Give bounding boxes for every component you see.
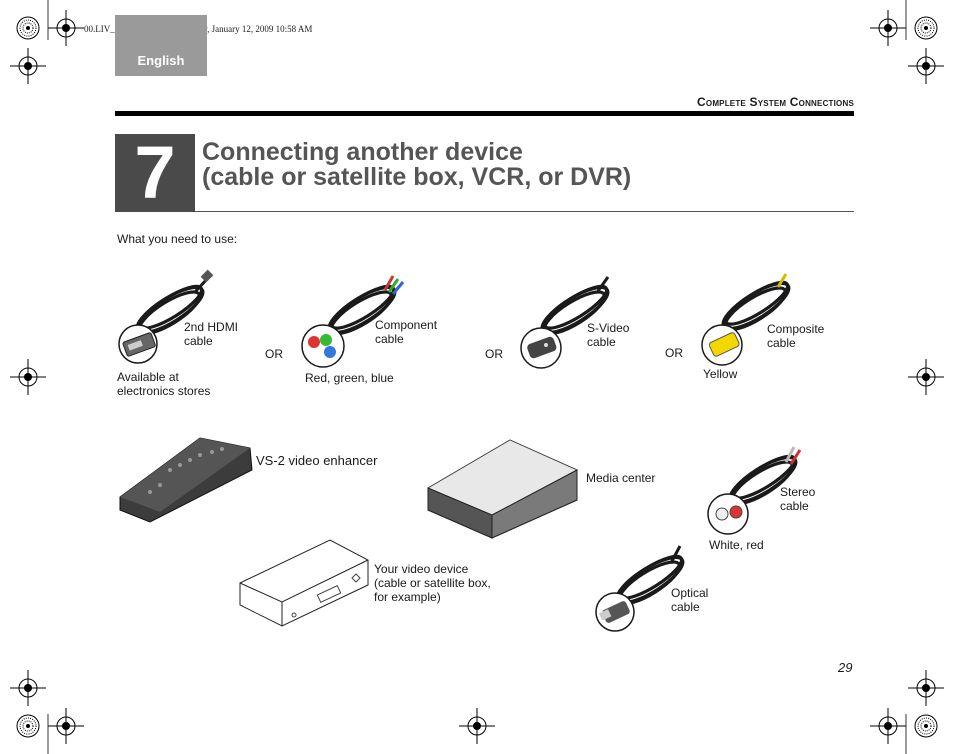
stereo-cable-label: Stereo cable	[780, 485, 815, 513]
section-title: Complete System Connections	[697, 95, 854, 109]
hdmi-availability-note: Available at electronics stores	[117, 370, 210, 398]
chapter-rule	[195, 211, 854, 212]
or-label-1: OR	[265, 347, 283, 361]
optical-cable-label: Optical cable	[671, 586, 708, 614]
chapter-title-line1: Connecting another device	[202, 138, 523, 166]
component-cable-label: Component cable	[375, 318, 437, 346]
or-label-3: OR	[665, 346, 683, 360]
svideo-cable-label: S-Video cable	[587, 321, 629, 349]
hdmi-cable-illustration	[118, 269, 214, 364]
composite-label-line2: cable	[767, 336, 796, 350]
intro-text: What you need to use:	[117, 232, 238, 246]
video-device-line2: (cable or satellite box,	[374, 576, 491, 590]
svideo-label-line2: cable	[587, 335, 616, 349]
vs2-enhancer-illustration	[119, 437, 253, 523]
top-rule	[115, 111, 854, 116]
svideo-label-line1: S-Video	[587, 321, 630, 335]
page-number: 29	[838, 660, 853, 675]
video-device-line1: Your video device	[374, 562, 469, 576]
component-color-note: Red, green, blue	[305, 371, 394, 385]
crop-marks	[9, 0, 945, 754]
video-device-label: Your video device (cable or satellite bo…	[374, 562, 491, 604]
optical-label-line1: Optical	[671, 586, 709, 600]
hdmi-note-line1: Available at	[117, 370, 179, 384]
stereo-label-line2: cable	[780, 499, 809, 513]
chapter-title-line2: (cable or satellite box, VCR, or DVR)	[202, 163, 632, 191]
optical-label-line2: cable	[671, 600, 700, 614]
media-center-illustration	[427, 439, 578, 539]
chapter-number: 7	[115, 134, 195, 212]
hdmi-cable-label: 2nd HDMI cable	[184, 320, 238, 348]
hdmi-note-line2: electronics stores	[117, 384, 211, 398]
hdmi-label-line2: cable	[184, 334, 213, 348]
video-device-illustration	[239, 539, 369, 627]
composite-cable-label: Composite cable	[767, 322, 824, 350]
composite-cable-illustration	[701, 273, 797, 366]
vs2-enhancer-label: VS-2 video enhancer	[256, 453, 378, 468]
component-label-line1: Component	[375, 318, 438, 332]
chapter-title: Connecting another device (cable or sate…	[202, 140, 631, 190]
stereo-cable-illustration	[707, 446, 804, 535]
or-label-2: OR	[485, 347, 503, 361]
optical-cable-illustration	[595, 545, 691, 632]
component-cable-illustration	[301, 275, 405, 368]
hdmi-label-line1: 2nd HDMI	[184, 320, 239, 334]
stereo-label-line1: Stereo	[780, 485, 816, 499]
media-center-label: Media center	[586, 471, 656, 485]
video-device-line3: for example)	[374, 590, 441, 604]
composite-color-note: Yellow	[703, 367, 738, 381]
composite-label-line1: Composite	[767, 322, 825, 336]
language-tab-label: English	[137, 53, 185, 68]
svideo-cable-illustration	[520, 276, 616, 369]
component-label-line2: cable	[375, 332, 404, 346]
language-tab: English	[115, 15, 207, 76]
stereo-color-note: White, red	[709, 538, 764, 552]
